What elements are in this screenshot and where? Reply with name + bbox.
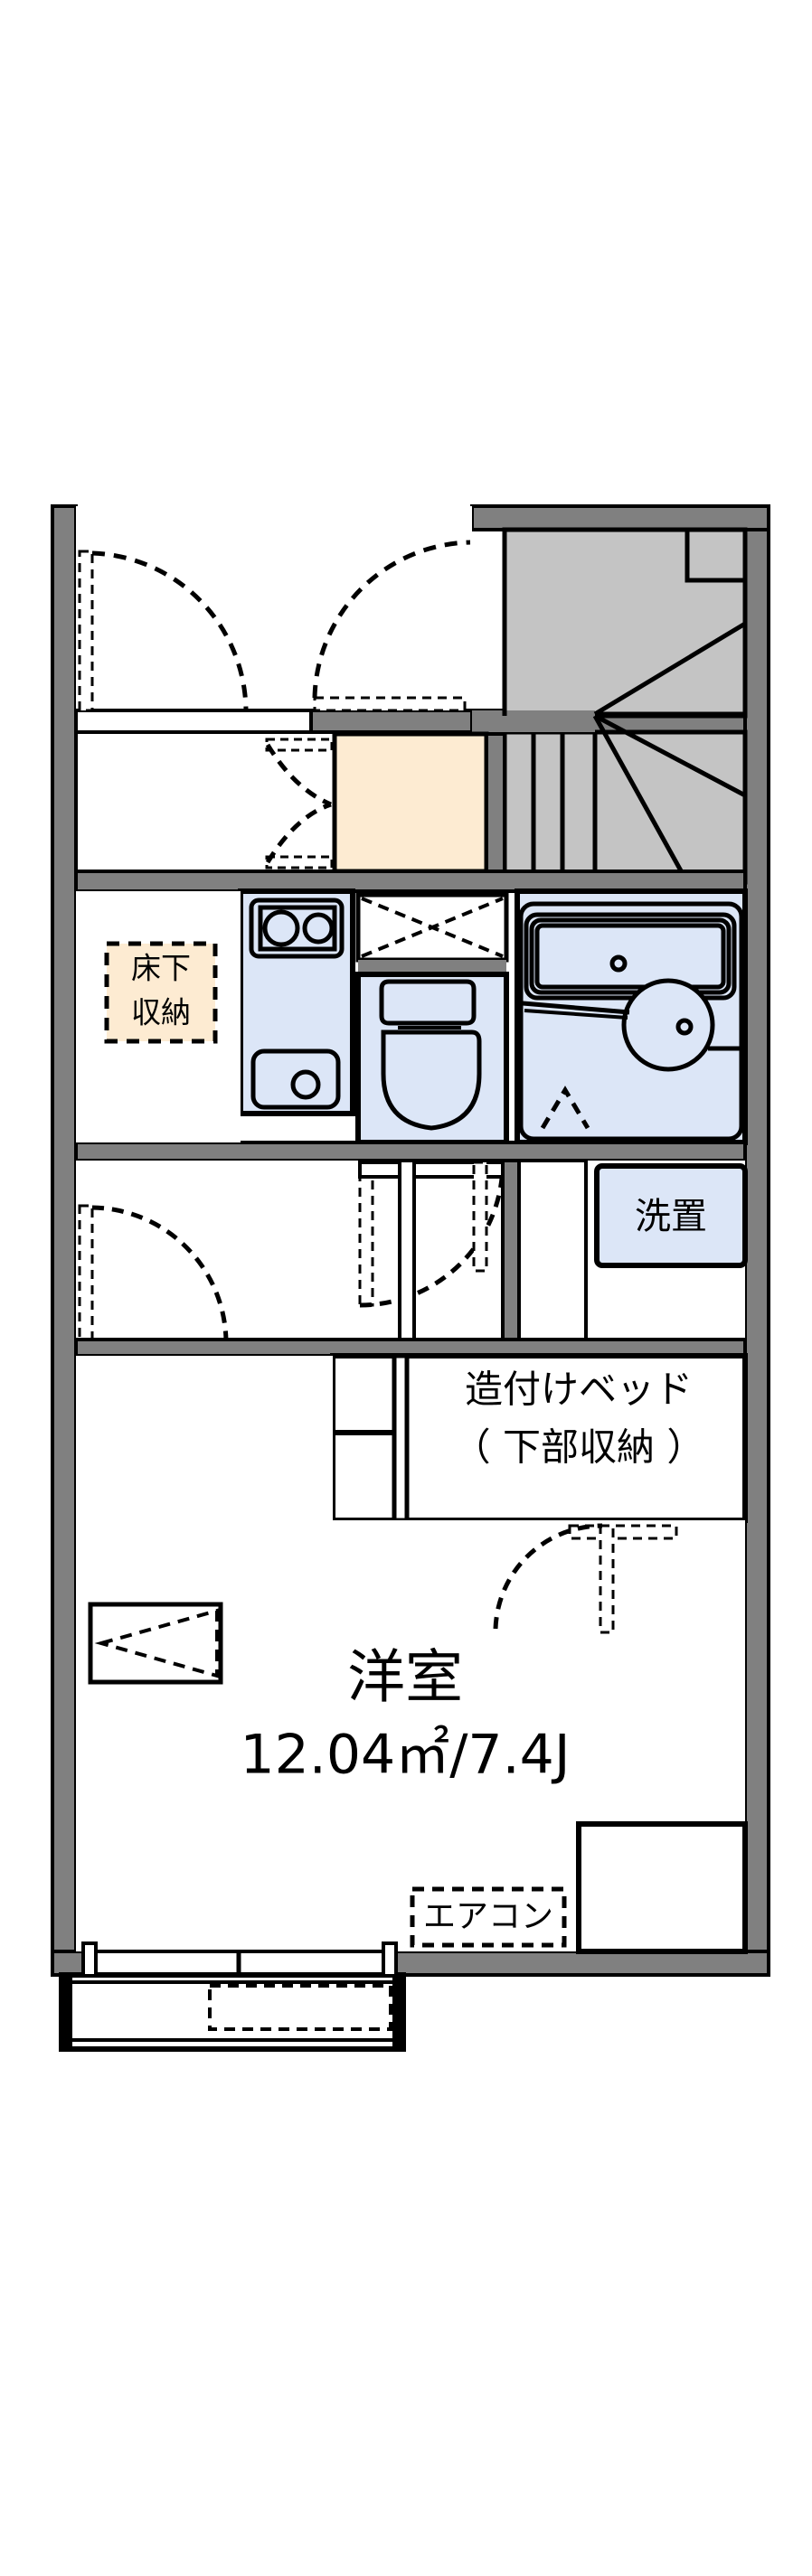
washer-space-label: 洗置: [635, 1196, 707, 1237]
exterior-walls: [51, 504, 770, 1977]
bathtub-inner: [534, 923, 726, 990]
toilet-shelf-support: [358, 960, 506, 974]
washer-space-box: [594, 1163, 748, 1268]
genkan-door-fold-arc-bottom: [265, 802, 332, 864]
balcony-post-right: [392, 1975, 403, 2049]
stairs: [472, 527, 748, 885]
air-conditioner: エアコン: [410, 1886, 567, 1948]
main-room: 洋室 12.04㎡/7.4J エアコン: [76, 1356, 748, 1954]
corridor-partition-2: [398, 1159, 416, 1341]
under-floor-storage: 床下 収納: [104, 941, 218, 1044]
toilet-door-leaf[interactable]: [472, 1161, 488, 1273]
bathtub-drain: [609, 954, 628, 973]
stair-lower-run: [502, 729, 748, 885]
genkan-door-panel-top[interactable]: [265, 738, 334, 752]
bath-washbasin: [621, 978, 715, 1072]
entrance-door-swing-arc: [91, 550, 249, 711]
stair-notch: [685, 527, 748, 583]
bathroom: [515, 888, 748, 1145]
toilet-door[interactable]: [472, 1161, 488, 1273]
washer-space: 洗置: [594, 1163, 748, 1268]
room-entry-door[interactable]: [358, 1161, 505, 1308]
balcony-rail: [69, 1980, 398, 2042]
bath-counter-edge-left2: [524, 1009, 628, 1020]
genkan-side-wall: [485, 732, 506, 884]
air-conditioner-box: [410, 1886, 567, 1948]
room-entry-door-leaf[interactable]: [358, 1161, 374, 1307]
main-room-closet-arrow: [94, 1608, 219, 1678]
stove-burner-1: [262, 909, 300, 947]
bedroom-door[interactable]: [493, 1523, 678, 1634]
main-room-name: 洋室: [347, 1645, 463, 1712]
genkan-door-panel-bottom[interactable]: [265, 855, 334, 870]
built-in-bed-label-line1: 造付けベッド: [465, 1368, 693, 1412]
entry-vestibule-floor: [76, 506, 472, 710]
bedroom-door-swing-arc: [493, 1523, 603, 1630]
toilet-overhead-shelf: [355, 892, 509, 963]
bedroom-door-leaf-2[interactable]: [599, 1524, 615, 1634]
balcony-post-left: [61, 1975, 72, 2049]
bath-door-fold: [540, 1086, 590, 1130]
balcony: [59, 1941, 406, 2052]
entrance-door[interactable]: [78, 550, 249, 712]
wall-kitchen-row-top: [74, 870, 747, 893]
corridor-closet: [517, 1159, 588, 1341]
closet-door-swing-arc: [91, 1205, 229, 1342]
genkan-floor: [332, 731, 489, 874]
balcony-connector-left: [81, 1941, 98, 1978]
balcony-rail-dashed: [208, 1984, 392, 2031]
bath-counter-edge-left: [522, 1001, 630, 1015]
kitchen: [238, 888, 355, 1116]
built-in-bed-box: [397, 1353, 748, 1523]
genkan: [265, 731, 506, 884]
corridor-partition-1: [501, 1159, 521, 1341]
genkan-door-fold-arc-top: [265, 743, 332, 807]
bath-washbasin-drain: [675, 1018, 694, 1036]
main-room-area: 12.04㎡/7.4J: [240, 1724, 570, 1787]
stove-burner-2: [302, 912, 335, 945]
under-floor-storage-label-line2: 収納: [131, 995, 191, 1030]
toilet-cistern: [379, 979, 477, 1026]
genkan-folding-door[interactable]: [265, 738, 334, 870]
stair-divider-wall: [472, 710, 595, 732]
built-in-bed: 造付けベッド （ 下部収納 ）: [397, 1353, 748, 1523]
under-floor-storage-label-line1: 床下: [131, 951, 191, 986]
balcony-connector-right: [382, 1941, 398, 1978]
bed-side-shelf: [330, 1353, 402, 1523]
wall-right: [743, 504, 770, 1977]
stair-treads: [502, 580, 747, 884]
air-conditioner-label: エアコン: [423, 1898, 553, 1935]
built-in-bed-label-line2: （ 下部収納 ）: [453, 1425, 705, 1470]
closet-door-leaf[interactable]: [78, 1204, 94, 1345]
entrance-area: [74, 506, 747, 734]
wall-top-right: [470, 504, 770, 531]
toilet-room: [355, 892, 509, 1145]
toilet-shelf-x2: [361, 897, 504, 958]
kitchen-sink-drain: [290, 1069, 321, 1100]
wall-entry-mid: [309, 709, 476, 734]
under-floor-storage-box: [104, 941, 218, 1044]
corridor-door[interactable]: [312, 540, 471, 712]
bath-door[interactable]: [540, 1086, 590, 1130]
entry-threshold-left: [74, 709, 313, 734]
bed-side-shelf-box: [330, 1353, 402, 1523]
main-room-alcove: [576, 1821, 748, 1954]
toilet-bowl: [381, 1029, 482, 1131]
corridor-door-swing-arc: [312, 540, 471, 699]
wall-left: [51, 504, 78, 1977]
bed-partition: [392, 1353, 410, 1523]
corridor-door-leaf[interactable]: [313, 696, 467, 712]
main-room-closet[interactable]: [88, 1602, 223, 1685]
room-entry-door-swing-arc: [359, 1163, 505, 1308]
entrance-door-leaf[interactable]: [78, 550, 94, 712]
wall-service-row-bottom: [74, 1141, 747, 1162]
